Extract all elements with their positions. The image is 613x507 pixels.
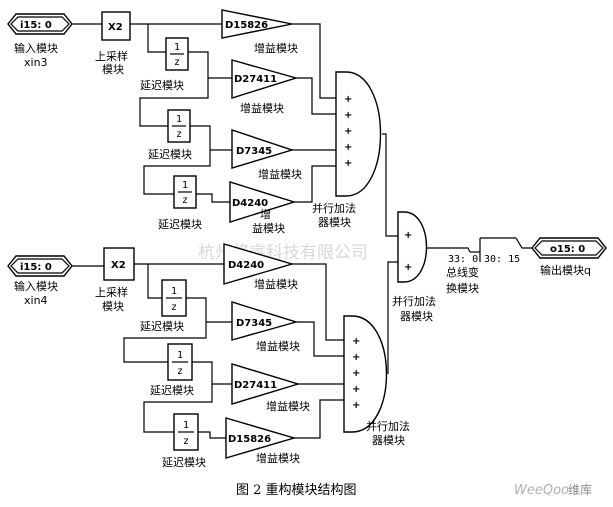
upsample-label-top: X2 [108, 22, 123, 33]
bus-label-2: 换模块 [446, 281, 479, 295]
adder-final-label-2: 器模块 [400, 310, 433, 323]
gain-bottom-3-value: D27411 [234, 380, 277, 391]
upsample-caption-bottom-1: 上采样 [95, 285, 128, 299]
gain-bottom-4 [225, 417, 297, 459]
svg-text:+: + [352, 352, 360, 363]
gain-top-1 [221, 9, 293, 39]
svg-text:1: 1 [177, 350, 183, 361]
svg-text:+: + [352, 336, 360, 347]
gain-bottom-3-label: 增益模块 [266, 399, 310, 413]
gain-bottom-1-label: 增益模块 [254, 277, 298, 291]
gain-bottom-4-label: 增益模块 [256, 451, 300, 465]
svg-text:1: 1 [176, 114, 182, 125]
svg-text:z: z [177, 366, 183, 377]
output-port: o15: 0 [531, 237, 607, 259]
weeqoo-logo: WeeQoo 维库 [514, 482, 592, 498]
delay-label-top-2: 延迟模块 [148, 148, 192, 161]
svg-text:+: + [344, 142, 352, 153]
delay-label-top-1: 延迟模块 [140, 79, 184, 92]
svg-text:+: + [352, 368, 360, 379]
adder-final-label-1: 并行加法 [392, 294, 436, 308]
svg-text:1: 1 [171, 286, 177, 297]
gain-top-1-label: 增益模块 [254, 41, 298, 55]
gain-top-2-label: 增益模块 [240, 101, 284, 115]
bottom-chain: i15: 0 输入模块 xin4 X2 上采样 模块 1 z 延迟模块 1 z … [7, 243, 410, 469]
gain-bottom-2-label: 增益模块 [256, 339, 300, 353]
gain-top-1-value: D15826 [225, 20, 268, 31]
svg-text:+: + [344, 158, 352, 169]
bus-in-range: 33: 0 [448, 254, 478, 265]
delay-label-bottom-2: 延迟模块 [150, 384, 194, 397]
adder-top-label-2: 器模块 [318, 216, 351, 229]
svg-text:+: + [352, 384, 360, 395]
upsample-label-bottom: X2 [111, 260, 126, 271]
svg-text:维库: 维库 [568, 482, 592, 497]
gain-bottom-2-value: D7345 [236, 318, 272, 329]
upsample-caption-top-2: 模块 [102, 63, 124, 76]
gain-top-4-label-2: 益模块 [252, 221, 285, 235]
input-port-top: i15: 0 [7, 13, 73, 35]
svg-text:WeeQoo: WeeQoo [514, 483, 569, 498]
figure-caption: 图 2 重构模块结构图 [236, 482, 357, 498]
adder-bottom-label-1: 并行加法 [366, 419, 410, 433]
gain-top-4 [229, 181, 297, 223]
gain-bottom-1 [223, 243, 295, 285]
gain-top-3-value: D7345 [236, 146, 272, 157]
svg-text:+: + [404, 262, 412, 273]
gain-bottom-3 [231, 363, 301, 405]
adder-bottom-label-2: 器模块 [372, 434, 405, 447]
output-port-label: o15: 0 [550, 244, 585, 255]
adder-top [335, 71, 382, 197]
input-bottom-signal: xin4 [24, 294, 48, 307]
input-top-label: 输入模块 [14, 41, 58, 55]
svg-text:+: + [344, 110, 352, 121]
input-port-top-label: i15: 0 [20, 20, 52, 31]
gain-top-3-label: 增益模块 [258, 167, 302, 181]
input-port-bottom: i15: 0 [7, 255, 73, 277]
svg-text:+: + [344, 94, 352, 105]
gain-bottom-4-value: D15826 [228, 434, 271, 445]
svg-text:z: z [183, 436, 189, 447]
gain-top-2 [231, 59, 299, 99]
upsample-box-top [101, 11, 131, 41]
adder-bottom [343, 315, 388, 433]
svg-text:1: 1 [183, 420, 189, 431]
svg-text:1: 1 [182, 180, 188, 191]
svg-text:z: z [174, 57, 180, 68]
svg-text:1: 1 [174, 42, 180, 53]
top-chain: i15: 0 输入模块 xin3 X2 上采样 模块 1 z 延迟模块 1 z … [7, 9, 398, 237]
bus-out-range: 30: 15 [484, 254, 520, 265]
input-port-bottom-label: i15: 0 [20, 262, 52, 273]
delay-label-bottom-3: 延迟模块 [162, 456, 206, 469]
input-top-signal: xin3 [24, 56, 48, 69]
svg-text:z: z [176, 129, 182, 140]
svg-text:+: + [352, 400, 360, 411]
output-label: 输出模块q [540, 263, 591, 277]
svg-text:+: + [344, 126, 352, 137]
final-stage: + + 并行加法 器模块 33: 0 30: 15 总线变 换模块 o15: 0… [392, 211, 607, 323]
gain-top-3 [231, 129, 295, 169]
upsample-caption-bottom-2: 模块 [102, 300, 124, 313]
upsample-caption-top-1: 上采样 [95, 49, 128, 63]
delay-label-bottom-1: 延迟模块 [140, 320, 184, 333]
svg-text:z: z [171, 302, 177, 313]
gain-bottom-1-value: D4240 [228, 260, 264, 271]
gain-bottom-2 [231, 301, 299, 341]
gain-top-2-value: D27411 [234, 74, 277, 85]
bus-label-1: 总线变 [446, 265, 479, 279]
input-bottom-label: 输入模块 [14, 279, 58, 293]
adder-final [397, 211, 428, 283]
gain-top-4-value: D4240 [232, 198, 268, 209]
delay-label-top-3: 延迟模块 [158, 218, 202, 231]
adder-top-label-1: 并行加法 [312, 201, 356, 215]
svg-text:z: z [182, 195, 188, 206]
gain-top-4-label-1: 增 [260, 207, 271, 221]
svg-text:+: + [404, 230, 412, 241]
